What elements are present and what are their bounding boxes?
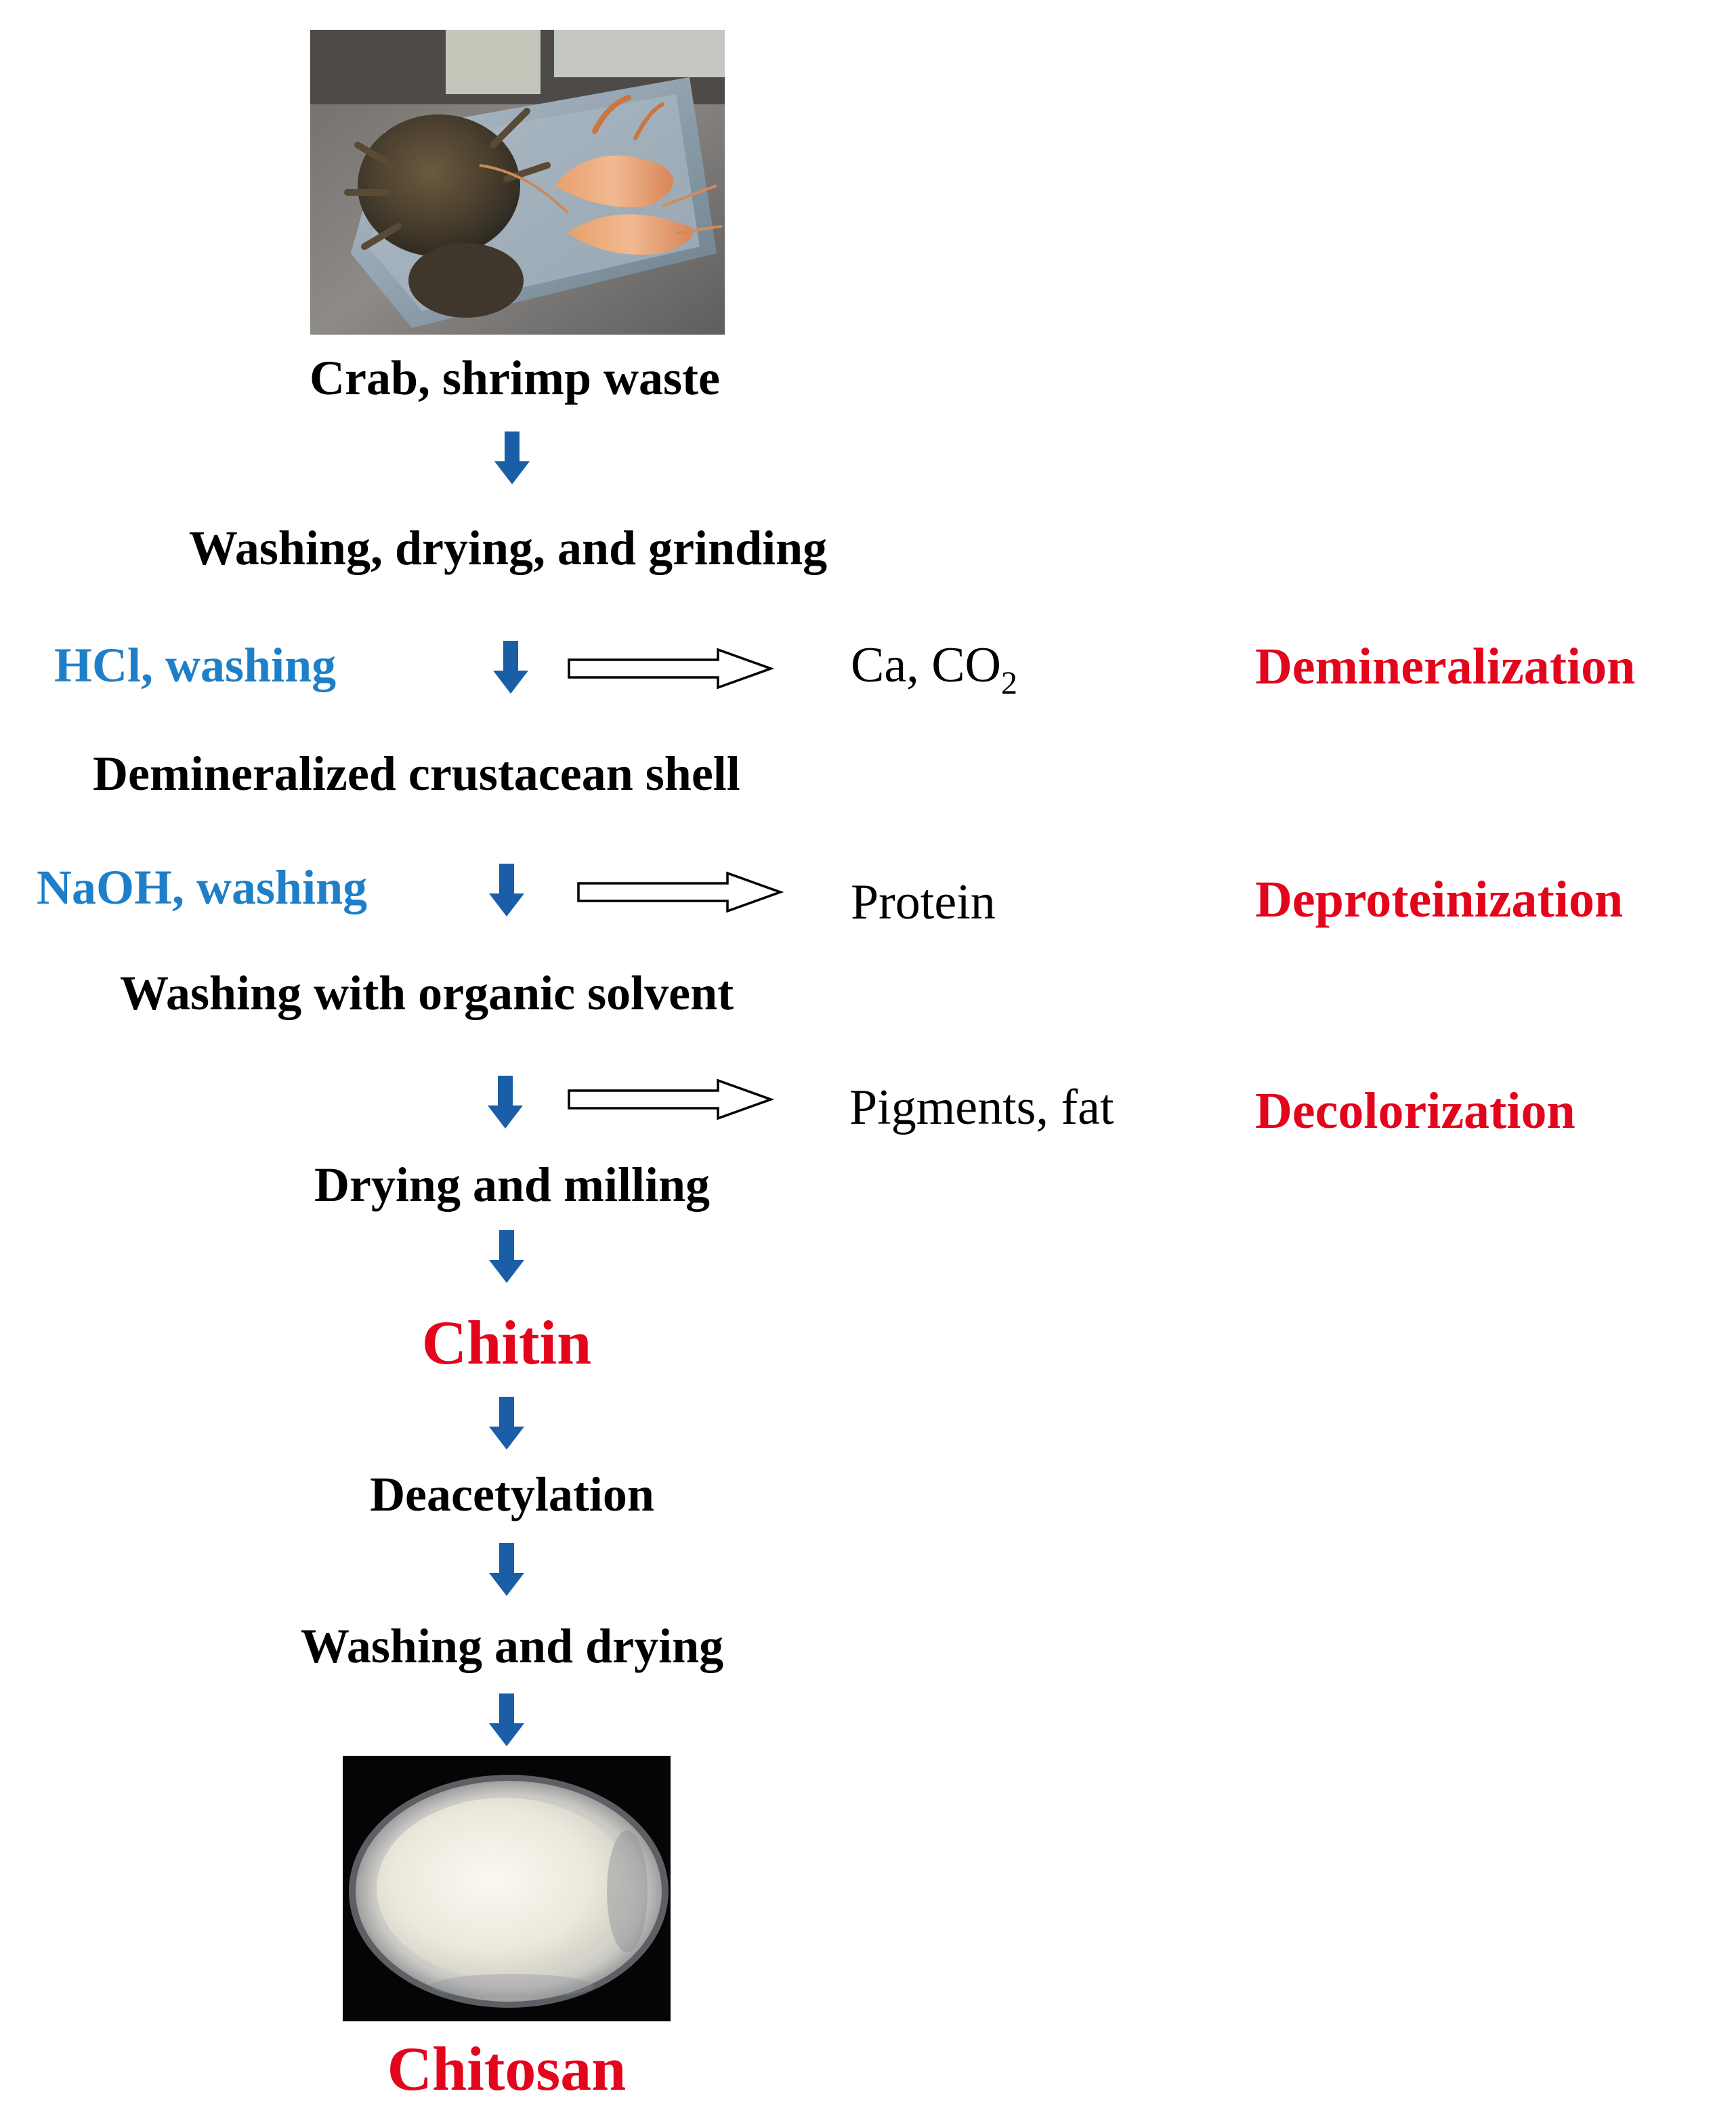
byproduct-ca-co2-subscript: 2 xyxy=(1001,665,1017,701)
side-arrow-icon xyxy=(568,1078,774,1120)
chitosan-photo xyxy=(343,1756,671,2021)
step-start-label: Crab, shrimp waste xyxy=(310,351,720,405)
byproduct-ca-co2: Ca, CO2 xyxy=(851,637,1017,700)
down-arrow-icon xyxy=(488,1230,526,1284)
down-arrow-icon xyxy=(486,1076,524,1130)
byproduct-protein: Protein xyxy=(851,875,996,930)
down-arrow-icon xyxy=(488,864,526,918)
down-arrow-icon xyxy=(488,1397,526,1451)
step-drying-milling: Drying and milling xyxy=(314,1158,711,1212)
byproduct-ca-co2-main: Ca, CO xyxy=(851,637,1001,693)
down-arrow-icon xyxy=(492,641,530,695)
reagent-naoh: NaOH, washing xyxy=(37,860,368,914)
step-demineralized-shell: Demineralized crustacean shell xyxy=(93,746,740,801)
product-chitosan: Chitosan xyxy=(387,2034,627,2103)
reagent-hcl: HCl, washing xyxy=(54,638,337,692)
stage-decolorization: Decolorization xyxy=(1255,1082,1575,1139)
product-chitin: Chitin xyxy=(421,1308,592,1377)
side-arrow-icon xyxy=(568,648,774,690)
down-arrow-icon xyxy=(488,1693,526,1748)
down-arrow-icon xyxy=(488,1543,526,1597)
side-arrow-icon xyxy=(577,871,784,913)
step-washing-organic-solvent: Washing with organic solvent xyxy=(120,966,734,1020)
stage-deproteinization: Deproteinization xyxy=(1255,871,1624,928)
step-washing-drying: Washing and drying xyxy=(300,1619,724,1673)
down-arrow-icon xyxy=(493,431,531,486)
step-washing-drying-grinding: Washing, drying, and grinding xyxy=(188,521,828,575)
step-deacetylation: Deacetylation xyxy=(370,1467,654,1521)
raw-material-photo xyxy=(310,30,725,335)
byproduct-pigments-fat: Pigments, fat xyxy=(849,1080,1114,1135)
stage-demineralization: Demineralization xyxy=(1255,638,1636,695)
